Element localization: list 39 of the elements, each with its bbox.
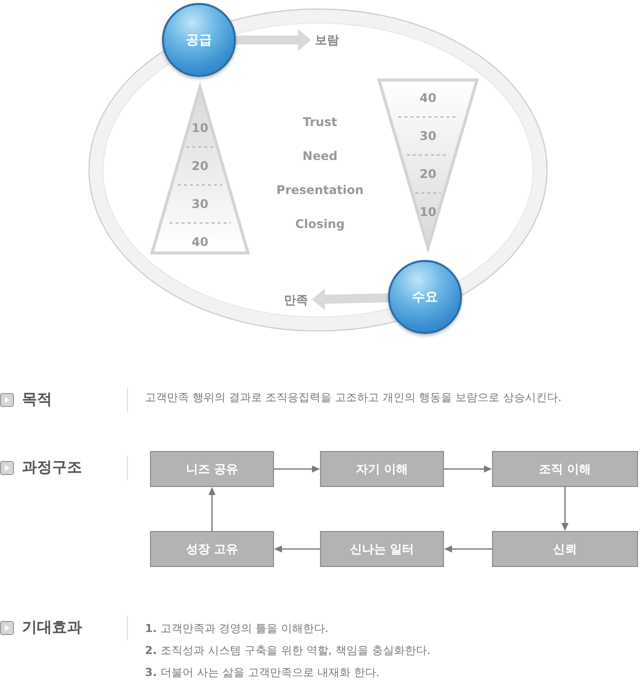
purpose-text: 고객만족 행위의 결과로 조직응집력을 고조하고 개인의 행동을 보람으로 상승시킨다. (145, 390, 562, 405)
process-box: 신뢰 (492, 531, 638, 567)
level-number: 10 (192, 121, 208, 135)
result-text: 만족 (280, 291, 312, 309)
level-number: 30 (192, 197, 208, 211)
circle-node: 공급 (162, 3, 236, 77)
section-heading: 목적 (22, 390, 52, 409)
process-box: 조직 이해 (492, 451, 638, 487)
effect-item: 1. 고객만족과 경영의 틀을 이해한다. (145, 621, 328, 636)
arrow (444, 466, 492, 472)
triangle-shape (150, 85, 250, 255)
arrow (274, 546, 320, 552)
sales-step: Closing (295, 217, 345, 231)
effect-item: 3. 더불어 사는 삶을 고객만족으로 내재화 한다. (145, 665, 380, 680)
circle-node: 수요 (388, 260, 462, 334)
sales-step: Trust (302, 115, 338, 129)
level-number: 10 (420, 205, 436, 219)
arrow (444, 546, 492, 552)
arrow (312, 288, 388, 310)
sales-step: Need (302, 149, 338, 163)
effect-item: 2. 조직성과 시스템 구축을 위한 역할, 책임을 충실화한다. (145, 643, 430, 658)
triangle-shape (377, 78, 479, 250)
arrow (274, 466, 320, 472)
arrow (562, 487, 568, 531)
process-box: 니즈 공유 (150, 451, 274, 487)
section-heading: 기대효과 (22, 618, 82, 637)
level-number: 20 (192, 159, 208, 173)
process-box: 성장 고유 (150, 531, 274, 567)
process-box: 신나는 일터 (320, 531, 444, 567)
sales-step: Presentation (276, 183, 364, 197)
section-heading: 과정구조 (22, 458, 82, 477)
result-text: 보람 (311, 31, 343, 49)
level-number: 30 (420, 129, 436, 143)
level-number: 20 (420, 167, 436, 181)
process-box: 자기 이해 (320, 451, 444, 487)
arrow (236, 29, 311, 51)
level-number: 40 (420, 91, 436, 105)
arrow (208, 487, 216, 531)
level-number: 40 (192, 235, 208, 249)
